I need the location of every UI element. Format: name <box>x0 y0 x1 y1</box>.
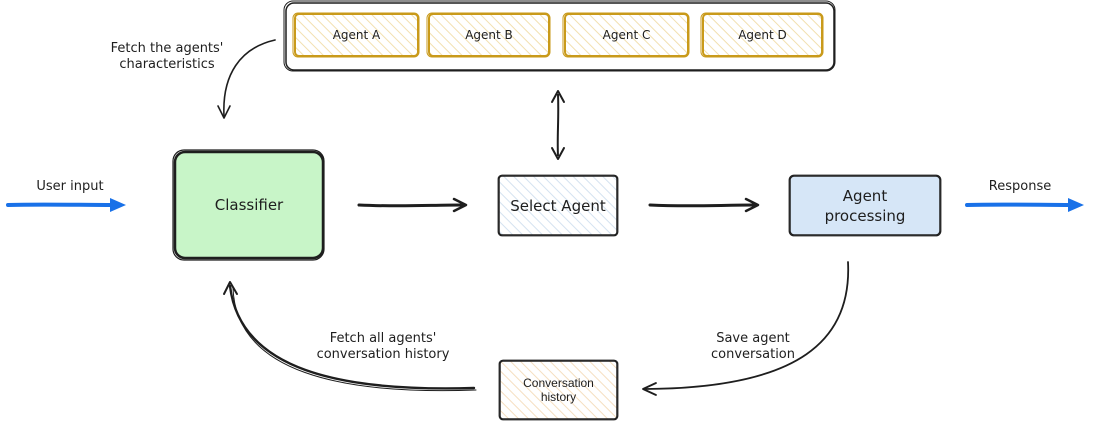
conversation-history-label: Conversation history <box>523 376 594 404</box>
save-conversation-label: Save agent conversation <box>710 331 796 362</box>
conversation-history-node <box>498 359 619 421</box>
arrow-select-to-processing <box>648 197 760 213</box>
agent-box-b <box>426 12 551 58</box>
agent-c-label: Agent C <box>602 28 651 42</box>
arrow-save-conversation <box>642 261 850 396</box>
agent-box-a <box>292 12 420 58</box>
agents-container <box>283 0 836 72</box>
classifier-node <box>172 149 325 261</box>
classifier-label: Classifier <box>214 196 284 214</box>
response-arrow <box>965 198 1084 212</box>
agent-b-label: Agent B <box>465 28 513 42</box>
agent-processing-node <box>788 174 942 237</box>
fetch-history-label: Fetch all agents' conversation history <box>316 331 450 362</box>
select-agent-label: Select Agent <box>510 196 606 215</box>
agent-a-label: Agent A <box>332 28 381 42</box>
agent-processing-label: Agent processing <box>824 186 906 225</box>
user-input-arrow <box>6 198 126 212</box>
user-input-label: User input <box>36 179 104 194</box>
agent-box-c <box>562 12 690 58</box>
agent-d-label: Agent D <box>738 28 787 42</box>
arrow-fetch-history <box>223 281 477 392</box>
fetch-characteristics-label: Fetch the agents' characteristics <box>110 41 224 72</box>
select-agent-node <box>497 174 619 237</box>
arrow-classifier-to-select <box>357 197 468 213</box>
arrow-agents-select-bidirectional <box>551 90 565 160</box>
agent-box-d <box>700 12 824 58</box>
arrow-fetch-characteristics <box>217 39 276 119</box>
response-label: Response <box>988 179 1052 194</box>
